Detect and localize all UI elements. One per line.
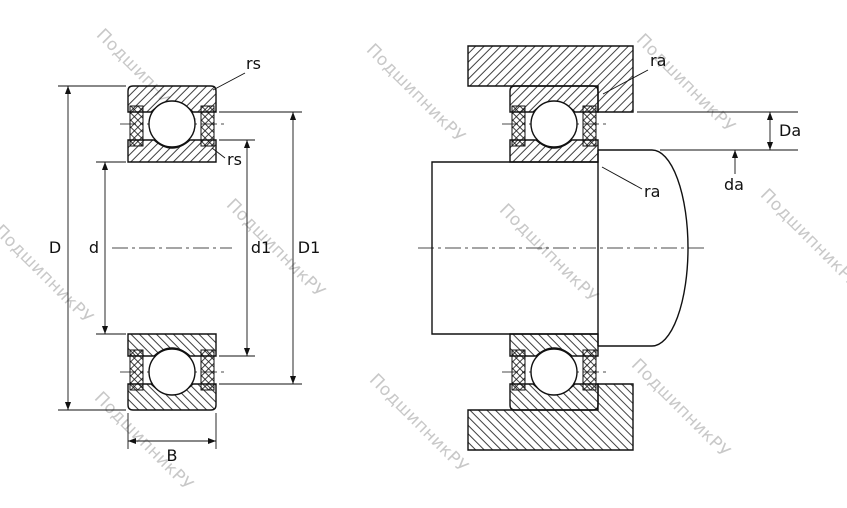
label-B: B <box>167 446 178 465</box>
callout-rs-inner: rs <box>211 147 242 169</box>
label-rs-outer: rs <box>246 54 261 73</box>
callout-ra-housing: ra <box>602 51 666 95</box>
label-ra-housing: ra <box>650 51 666 70</box>
bearing-section-left-bottom <box>119 333 225 411</box>
bearing-section-left-top <box>119 85 225 163</box>
dimension-B: B <box>127 413 217 465</box>
dimension-D1: D1 <box>219 111 321 385</box>
watermark-text: ПодшипникРУ <box>756 185 847 292</box>
watermark-text: ПодшипникРУ <box>632 30 739 137</box>
label-D: D <box>49 238 61 257</box>
left-view-bearing-section: D d d1 D1 B rs <box>49 54 320 465</box>
watermark-text: ПодшипникРУ <box>627 355 734 462</box>
label-d1: d1 <box>251 238 271 257</box>
dimension-da: da <box>724 150 744 194</box>
dimension-d1: d1 <box>219 139 271 357</box>
label-rs-inner: rs <box>227 150 242 169</box>
watermarks: ПодшипникРУ ПодшипникРУ ПодшипникРУ Подш… <box>0 25 847 495</box>
right-view-mounting: ra ra Da da <box>418 45 801 451</box>
dimension-Da: Da <box>637 111 801 151</box>
watermark-text: ПодшипникРУ <box>365 370 472 477</box>
dimension-D: D <box>49 85 126 411</box>
label-Da: Da <box>779 121 801 140</box>
callout-ra-shaft: ra <box>601 166 660 201</box>
watermark-text: ПодшипникРУ <box>495 200 602 307</box>
callout-rs-outer: rs <box>212 54 261 91</box>
label-da: da <box>724 175 744 194</box>
watermark-text: ПодшипникРУ <box>362 40 469 147</box>
label-D1: D1 <box>298 238 321 257</box>
bearing-section-right-bottom <box>501 333 607 411</box>
label-d: d <box>89 238 99 257</box>
label-ra-shaft: ra <box>644 182 660 201</box>
bearing-section-right-top <box>501 85 607 163</box>
dimension-d: d <box>89 161 126 335</box>
